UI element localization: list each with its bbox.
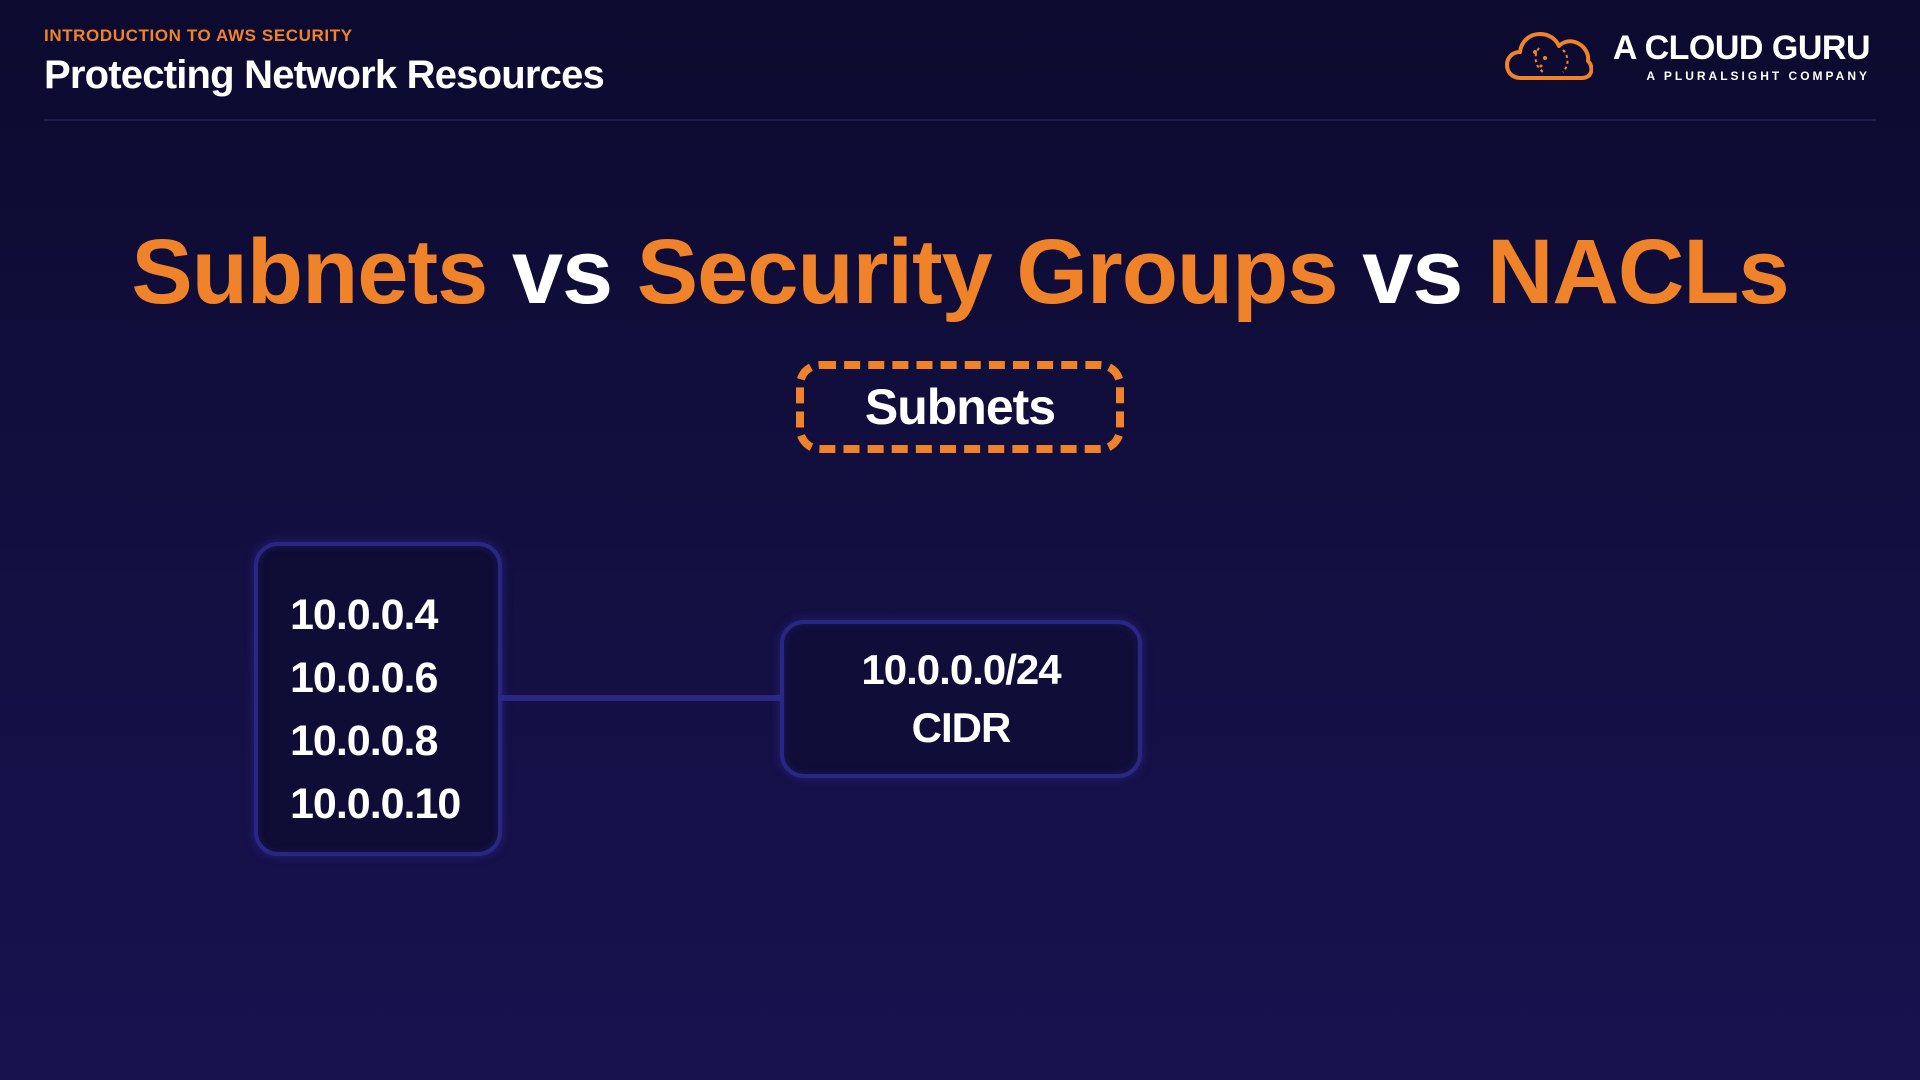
slide-header: INTRODUCTION TO AWS SECURITY Protecting … bbox=[44, 26, 605, 98]
title-subnets: Subnets bbox=[131, 221, 488, 323]
cidr-range: 10.0.0.0/24 bbox=[861, 646, 1061, 693]
title-vs-2: vs bbox=[1362, 221, 1463, 323]
course-eyebrow: INTRODUCTION TO AWS SECURITY bbox=[44, 26, 353, 45]
ip-address: 10.0.0.8 bbox=[290, 717, 438, 765]
connector-line bbox=[502, 695, 780, 701]
subnets-badge-label: Subnets bbox=[864, 379, 1056, 435]
brand-logo: A CLOUD GURU A PLURALSIGHT COMPANY bbox=[1504, 28, 1871, 84]
title-security-groups: Security Groups bbox=[636, 221, 1339, 323]
ip-address: 10.0.0.4 bbox=[290, 591, 438, 639]
cidr-label: CIDR bbox=[911, 704, 1012, 751]
title-vs-1: vs bbox=[511, 221, 613, 323]
logo-tagline: A PLURALSIGHT COMPANY bbox=[1646, 69, 1870, 83]
logo-name: A CLOUD GURU bbox=[1612, 29, 1871, 67]
title-nacls: NACLs bbox=[1486, 221, 1790, 323]
cloud-icon bbox=[1504, 32, 1593, 80]
logo-text: A CLOUD GURU A PLURALSIGHT COMPANY bbox=[1612, 28, 1871, 84]
ip-address: 10.0.0.10 bbox=[290, 780, 461, 828]
cidr-box: 10.0.0.0/24 CIDR bbox=[780, 620, 1142, 778]
page-title: Protecting Network Resources bbox=[44, 53, 605, 97]
slide-main-title: Subnets vs Security Groups vs NACLs bbox=[0, 222, 1920, 322]
ip-address-list: 10.0.0.4 10.0.0.6 10.0.0.8 10.0.0.10 bbox=[290, 584, 461, 836]
ip-address: 10.0.0.6 bbox=[290, 654, 438, 702]
subnets-badge: Subnets bbox=[796, 361, 1124, 453]
ip-address-box: 10.0.0.4 10.0.0.6 10.0.0.8 10.0.0.10 bbox=[254, 542, 502, 856]
header-divider bbox=[44, 119, 1876, 121]
